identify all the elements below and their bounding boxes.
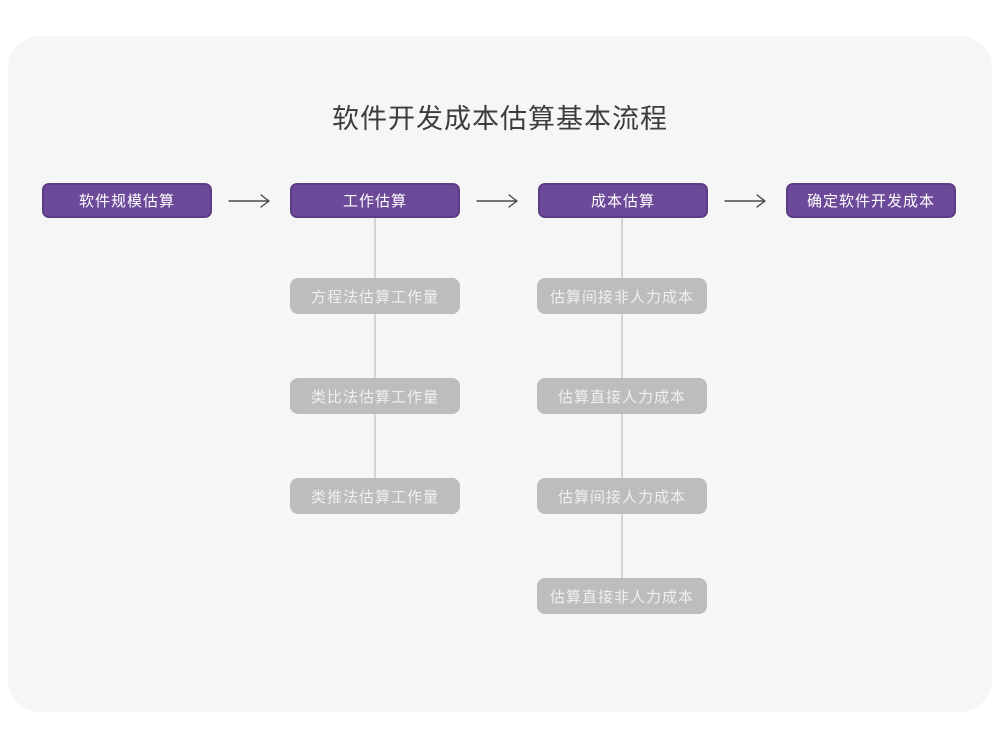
branch-node-equation-method: 方程法估算工作量 — [290, 278, 460, 314]
flow-node-work-estimation: 工作估算 — [290, 183, 460, 218]
branch-connector-line-work-estimation — [374, 218, 376, 496]
branch-node-analogy-method: 类比法估算工作量 — [290, 378, 460, 414]
flow-node-cost-estimation: 成本估算 — [538, 183, 708, 218]
branch-node-indirect-labor-cost: 估算间接人力成本 — [537, 478, 707, 514]
branch-node-direct-labor-cost: 估算直接人力成本 — [537, 378, 707, 414]
branch-node-direct-nonlabor-cost: 估算直接非人力成本 — [537, 578, 707, 614]
right-arrow-icon — [476, 193, 520, 209]
right-arrow-icon — [228, 193, 272, 209]
flow-node-software-scale-estimation: 软件规模估算 — [42, 183, 212, 218]
diagram-title: 软件开发成本估算基本流程 — [332, 104, 668, 134]
right-arrow-icon — [724, 193, 768, 209]
branch-node-extrapolation-method: 类推法估算工作量 — [290, 478, 460, 514]
flowchart-card — [8, 36, 992, 712]
branch-node-indirect-nonlabor-cost: 估算间接非人力成本 — [537, 278, 707, 314]
flow-node-determine-dev-cost: 确定软件开发成本 — [786, 183, 956, 218]
